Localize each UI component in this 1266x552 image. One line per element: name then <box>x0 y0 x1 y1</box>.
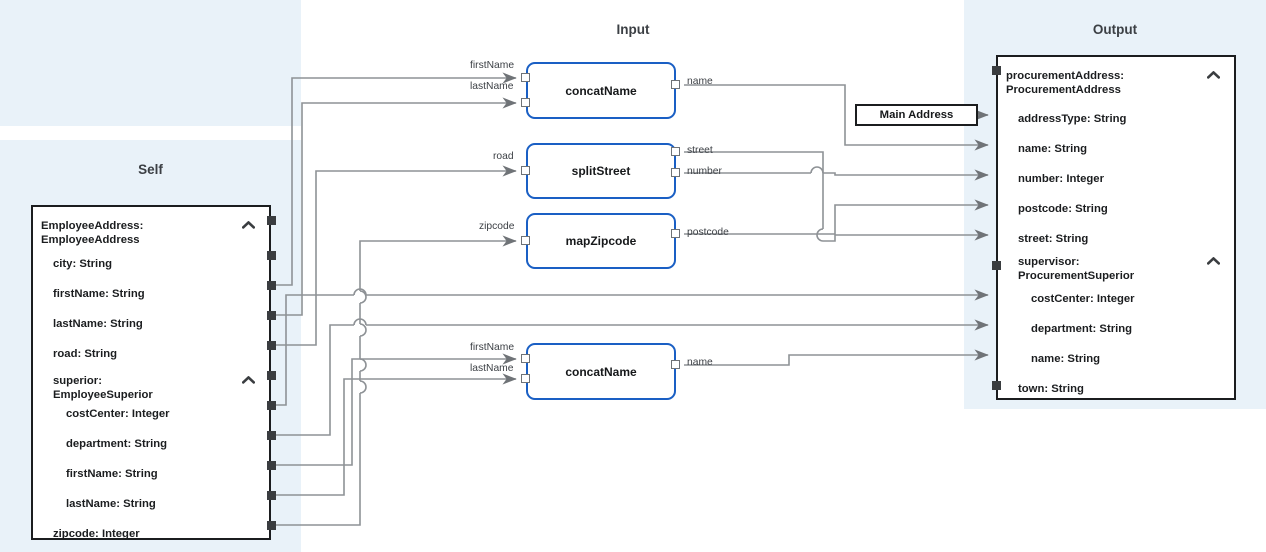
field-label: postcode: String <box>1018 203 1108 215</box>
function-node-concatName-2[interactable]: concatName <box>526 343 676 400</box>
port-splitStreet-out-street[interactable] <box>671 147 680 156</box>
field-label: number: Integer <box>1018 173 1104 185</box>
chevron-up-icon[interactable] <box>242 221 255 229</box>
port-concatName2-in-firstName[interactable] <box>521 354 530 363</box>
chevron-up-icon[interactable] <box>242 376 255 384</box>
schema-node-self[interactable]: EmployeeAddress: EmployeeAddress city: S… <box>31 205 271 540</box>
port-concatName1-in-firstName[interactable] <box>521 73 530 82</box>
literal-label: Main Address <box>879 109 954 121</box>
field-label: town: String <box>1018 383 1084 395</box>
port-concatName1-in-lastName[interactable] <box>521 98 530 107</box>
field-label: zipcode: Integer <box>53 528 140 540</box>
field-label: addressType: String <box>1018 113 1127 125</box>
field-label: name: String <box>1018 143 1088 155</box>
port-label-postcode: postcode <box>687 227 729 238</box>
field-label: costCenter: Integer <box>1031 293 1135 305</box>
field-label: superior: EmployeeSuperior <box>53 375 153 402</box>
port-label-lastName: lastName <box>470 363 514 374</box>
self-field-superior[interactable]: superior: EmployeeSuperior <box>33 374 269 404</box>
function-node-splitStreet[interactable]: splitStreet <box>526 143 676 199</box>
field-label: name: String <box>1031 353 1101 365</box>
function-node-concatName-1[interactable]: concatName <box>526 62 676 119</box>
panel-title-self: Self <box>138 162 163 177</box>
schema-node-output[interactable]: procurementAddress: ProcurementAddress a… <box>996 55 1236 400</box>
field-label: costCenter: Integer <box>66 408 170 420</box>
port-self-road[interactable] <box>267 341 276 350</box>
port-mapZipcode-out-postcode[interactable] <box>671 229 680 238</box>
port-splitStreet-out-number[interactable] <box>671 168 680 177</box>
port-label-road: road <box>493 151 514 162</box>
port-mapZipcode-in-zipcode[interactable] <box>521 236 530 245</box>
literal-main-address[interactable]: Main Address <box>855 104 978 126</box>
schema-self-header[interactable]: EmployeeAddress: EmployeeAddress <box>33 219 269 249</box>
function-node-mapZipcode[interactable]: mapZipcode <box>526 213 676 269</box>
function-node-label: concatName <box>565 364 637 379</box>
schema-self-header-label: EmployeeAddress: EmployeeAddress <box>41 220 144 247</box>
panel-title-input: Input <box>616 22 650 37</box>
port-label-number: number <box>687 166 722 177</box>
port-label-street: street <box>687 145 713 156</box>
port-concatName2-out-name[interactable] <box>671 360 680 369</box>
field-label: supervisor: ProcurementSuperior <box>1018 256 1135 283</box>
port-label-name: name <box>687 76 713 87</box>
field-label: firstName: String <box>66 468 158 480</box>
chevron-up-icon[interactable] <box>1207 257 1220 265</box>
port-self-city[interactable] <box>267 251 276 260</box>
port-out-town[interactable] <box>992 381 1001 390</box>
port-self-firstName[interactable] <box>267 281 276 290</box>
port-self-superior-firstName[interactable] <box>267 461 276 470</box>
panel-title-output: Output <box>1092 22 1138 37</box>
port-self-superior-department[interactable] <box>267 431 276 440</box>
function-node-label: mapZipcode <box>565 234 637 248</box>
port-self-zipcode[interactable] <box>267 521 276 530</box>
field-label: lastName: String <box>53 318 143 330</box>
port-out-root[interactable] <box>992 66 1001 75</box>
function-node-label: concatName <box>565 83 637 98</box>
port-self-root[interactable] <box>267 216 276 225</box>
port-label-zipcode: zipcode <box>479 221 515 232</box>
port-self-superior-costCenter[interactable] <box>267 401 276 410</box>
port-label-name: name <box>687 357 713 368</box>
panel-input <box>0 0 301 126</box>
port-splitStreet-in-road[interactable] <box>521 166 530 175</box>
field-label: road: String <box>53 348 118 360</box>
port-label-lastName: lastName <box>470 81 514 92</box>
field-label: lastName: String <box>66 498 156 510</box>
field-label: department: String <box>66 438 168 450</box>
port-concatName1-out-name[interactable] <box>671 80 680 89</box>
port-label-firstName: firstName <box>470 342 515 353</box>
chevron-up-icon[interactable] <box>1207 71 1220 79</box>
out-field-supervisor[interactable]: supervisor: ProcurementSuperior <box>998 255 1234 285</box>
port-self-lastName[interactable] <box>267 311 276 320</box>
field-label: firstName: String <box>53 288 145 300</box>
port-concatName2-in-lastName[interactable] <box>521 374 530 383</box>
field-label: department: String <box>1031 323 1133 335</box>
port-out-supervisor[interactable] <box>992 261 1001 270</box>
port-self-superior-lastName[interactable] <box>267 491 276 500</box>
function-node-label: splitStreet <box>571 164 631 178</box>
port-label-firstName: firstName <box>470 60 515 71</box>
schema-output-header-label: procurementAddress: ProcurementAddress <box>1006 70 1125 97</box>
field-label: street: String <box>1018 233 1089 245</box>
port-self-superior[interactable] <box>267 371 276 380</box>
schema-output-header[interactable]: procurementAddress: ProcurementAddress <box>998 69 1234 99</box>
field-label: city: String <box>53 258 112 270</box>
